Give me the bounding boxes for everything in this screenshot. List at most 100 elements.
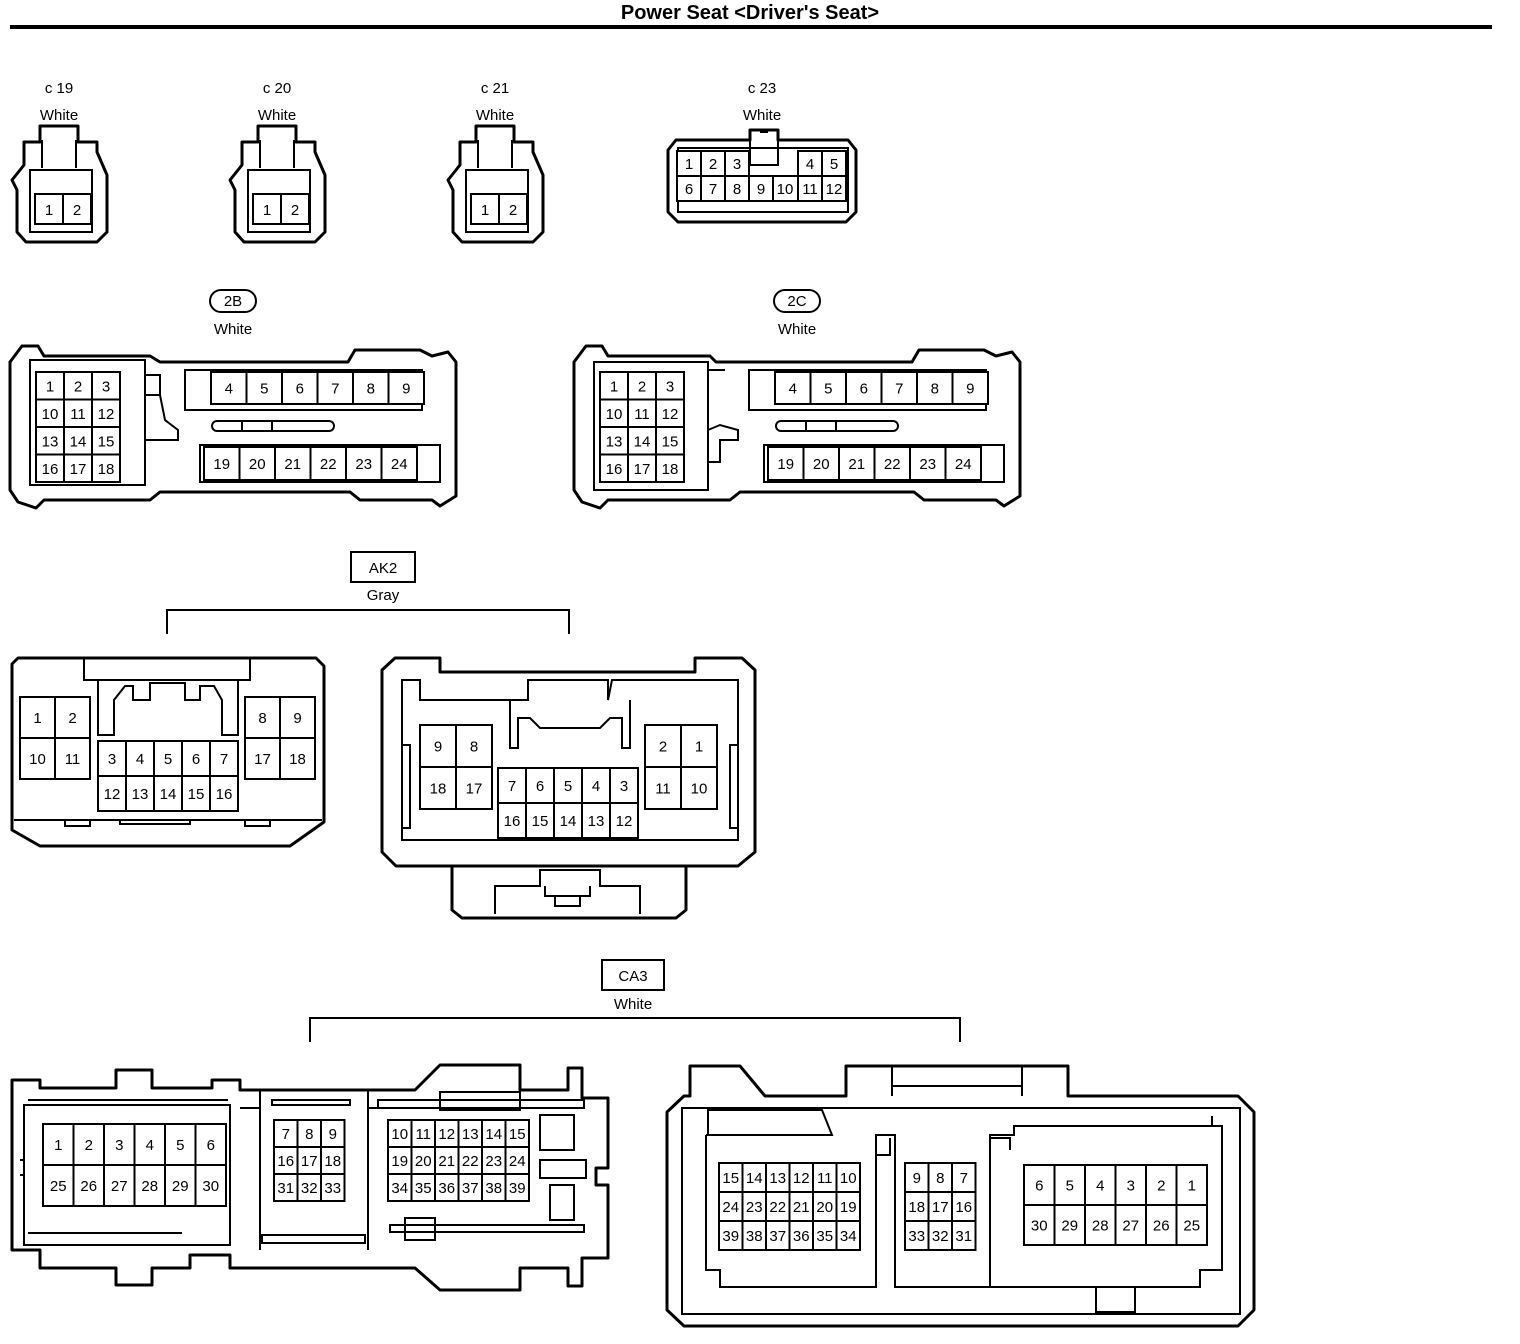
CA3-left-pin-7-label: 7: [282, 1126, 290, 1143]
CA3-right-pin-34-label: 34: [840, 1228, 857, 1245]
AK2-right-pin-14: [553, 802, 583, 839]
AK2-right-pin-13-label: 13: [588, 813, 605, 830]
2C-pin-18-label: 18: [662, 461, 679, 478]
CA3-right-pin-20-label: 20: [816, 1199, 833, 1216]
CA3-left-pin-29: [164, 1164, 197, 1207]
AK2-left-pin-17: [244, 737, 281, 780]
2C-pin-21-label: 21: [848, 456, 865, 473]
2C-pin-8: [916, 371, 954, 405]
2B-pin-9-label: 9: [402, 381, 410, 398]
AK2-right-pin-9-label: 9: [434, 739, 442, 756]
CA3-right-pin-17-label: 17: [932, 1199, 949, 1216]
connector-c19-id: c 19: [45, 80, 73, 97]
connector-CA3-color: White: [614, 996, 652, 1013]
AK2-left-pin-15-label: 15: [188, 786, 205, 803]
title-rule: [10, 25, 1492, 29]
CA3-right-pin-5-label: 5: [1066, 1178, 1074, 1195]
2B-pin-19-label: 19: [213, 456, 230, 473]
2C-pin-13-label: 13: [606, 433, 623, 450]
AK2-left-pin-17-label: 17: [254, 751, 271, 768]
CA3-left-pin-5-label: 5: [176, 1137, 184, 1154]
CA3-left-pin-10-label: 10: [391, 1126, 408, 1143]
connector-2C-id: 2C: [787, 293, 806, 310]
CA3-left-pin-37-label: 37: [462, 1180, 479, 1197]
AK2-left-pin-18: [279, 737, 316, 780]
AK2-left-pin-1-label: 1: [33, 710, 41, 727]
CA3-left-pin-38-label: 38: [485, 1180, 502, 1197]
2B-pin-18-label: 18: [98, 461, 115, 478]
2B-pin-15-label: 15: [98, 433, 115, 450]
CA3-left-pin-1-label: 1: [54, 1137, 62, 1154]
2B-pin-2-label: 2: [74, 378, 82, 395]
AK2-right-pin-18-label: 18: [430, 781, 447, 798]
c19-pin-2-label: 2: [73, 202, 81, 219]
CA3-left-pin-30-label: 30: [202, 1178, 219, 1195]
connector-2B-color: White: [214, 321, 252, 338]
2B-pin-22-label: 22: [320, 456, 337, 473]
2B-pin-20-label: 20: [249, 456, 266, 473]
CA3-left-pin-33-label: 33: [324, 1180, 341, 1197]
CA3-right-pin-29-label: 29: [1061, 1218, 1078, 1235]
connector-2C-id-badge: [773, 289, 821, 313]
2C-pin-9: [951, 371, 989, 405]
AK2-left-pin-7-label: 7: [220, 751, 228, 768]
CA3-left-pin-11-label: 11: [415, 1126, 431, 1143]
AK2-left-pin-10: [19, 737, 56, 780]
page-title: Power Seat <Driver's Seat>: [620, 2, 880, 24]
CA3-right-pin-39-label: 39: [722, 1228, 739, 1245]
2C-pin-18: [655, 453, 685, 483]
CA3-left-pin-29-label: 29: [172, 1178, 189, 1195]
2C-pin-9-label: 9: [966, 381, 974, 398]
CA3-left-pin-39-label: 39: [509, 1180, 526, 1197]
2B-pin-12: [91, 398, 121, 428]
CA3-left-pin-9-label: 9: [329, 1126, 337, 1143]
AK2-right-pin-10-label: 10: [691, 781, 708, 798]
CA3-left-pin-24-label: 24: [509, 1153, 526, 1170]
AK2-left-pin-1: [19, 696, 56, 739]
CA3-right-pin-14-label: 14: [746, 1170, 763, 1187]
c23-pin-9-label: 9: [757, 181, 765, 198]
CA3-right-pin-25: [1175, 1204, 1208, 1246]
connector-c20-color: White: [258, 107, 296, 124]
CA3-right-pin-1-label: 1: [1188, 1178, 1196, 1195]
CA3-left-pin-8-label: 8: [305, 1126, 313, 1143]
CA3-right-pin-9-label: 9: [913, 1170, 921, 1187]
CA3-right-pin-13-label: 13: [769, 1170, 786, 1187]
2B-pin-19: [203, 446, 241, 481]
CA3-left-pin-32-label: 32: [301, 1180, 318, 1197]
2B-pin-5-label: 5: [260, 381, 268, 398]
CA3-left-pin-3: [103, 1123, 136, 1166]
CA3-left-pin-31-label: 31: [277, 1180, 294, 1197]
CA3-left-pin-21-label: 21: [438, 1153, 455, 1170]
CA3-left-pin-12-label: 12: [438, 1126, 455, 1143]
AK2-right-pin-7-label: 7: [508, 778, 516, 795]
AK2-right-pin-10: [680, 766, 718, 810]
AK2-left-pin-2-label: 2: [68, 710, 76, 727]
AK2-right-pin-12: [609, 802, 639, 839]
2B-pin-22: [309, 446, 347, 481]
c20-pin-2: [280, 193, 310, 225]
2C-pin-2-label: 2: [638, 378, 646, 395]
CA3-left-pin-6-label: 6: [207, 1137, 215, 1154]
AK2-left-pin-4: [125, 740, 155, 777]
CA3-left-pin-35-label: 35: [415, 1180, 432, 1197]
2C-pin-21: [838, 446, 876, 481]
CA3-right-pin-26-label: 26: [1153, 1218, 1170, 1235]
AK2-right-pin-11-label: 11: [655, 781, 671, 798]
c23-pin-1-label: 1: [685, 156, 693, 173]
2B-pin-21: [274, 446, 312, 481]
connector-AK2-id: AK2: [369, 560, 397, 577]
AK2-right-pin-1: [680, 724, 718, 768]
CA3-right-pin-25-label: 25: [1183, 1218, 1200, 1235]
connector-CA3-id: CA3: [618, 968, 647, 985]
connector-c21: c 21 White 1 2: [446, 80, 545, 244]
CA3-right-pin-29: [1053, 1204, 1086, 1246]
AK2-left-pin-6-label: 6: [192, 751, 200, 768]
AK2-right-pin-5: [553, 767, 583, 804]
AK2-right-pin-5-label: 5: [564, 778, 572, 795]
2B-pin-1-label: 1: [46, 378, 54, 395]
